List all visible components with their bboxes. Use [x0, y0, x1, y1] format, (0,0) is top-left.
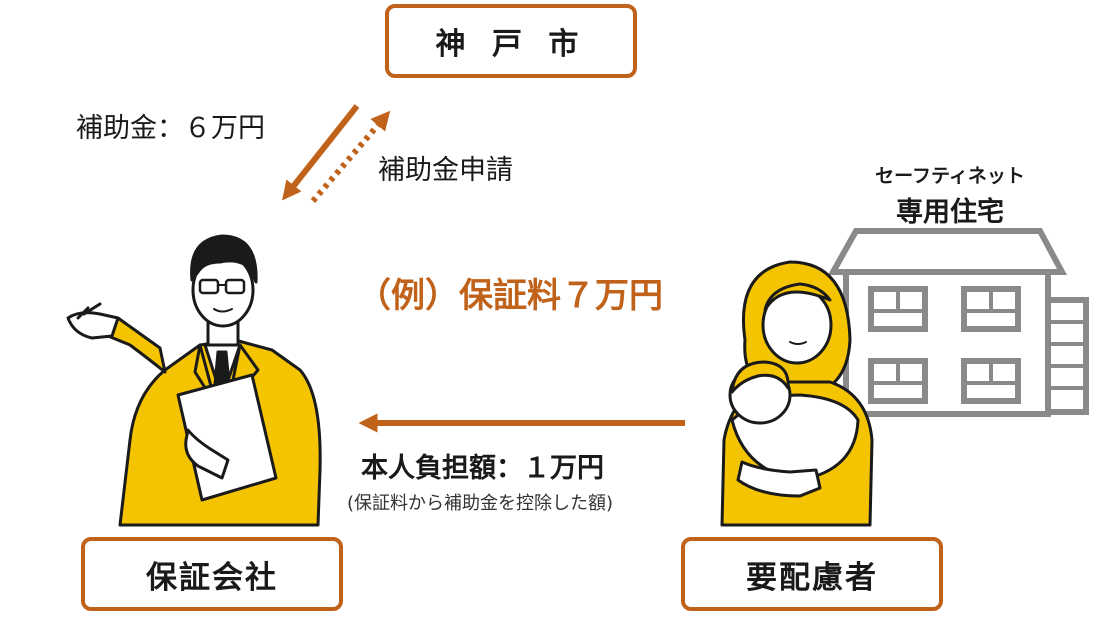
- subsidy-amount-label: 補助金：６万円: [76, 113, 265, 144]
- node-kobe-city: 神 戸 市: [385, 4, 637, 78]
- subsidy-application-label: 補助金申請: [378, 155, 513, 186]
- mother-baby-illustration: [720, 260, 874, 527]
- house-illustration: [827, 228, 1089, 417]
- businessman-illustration: [66, 234, 322, 527]
- node-guarantor-company: 保証会社: [81, 537, 343, 611]
- self-burden-note: (保証料から補助金を控除した額): [347, 493, 614, 514]
- application-arrow: [310, 110, 391, 203]
- node-kobe-city-label: 神 戸 市: [435, 27, 587, 62]
- node-guarantor-company-label: 保証会社: [146, 559, 278, 596]
- self-burden-label: 本人負担額：１万円: [361, 453, 604, 484]
- house-title: 専用住宅: [896, 197, 1004, 228]
- subsidy-arrow: [282, 104, 360, 201]
- example-fee-label: （例）保証料７万円: [357, 276, 663, 316]
- node-needs-person: 要配慮者: [681, 537, 943, 611]
- house-subtitle: セーフティネット: [875, 165, 1025, 187]
- node-needs-person-label: 要配慮者: [746, 559, 878, 596]
